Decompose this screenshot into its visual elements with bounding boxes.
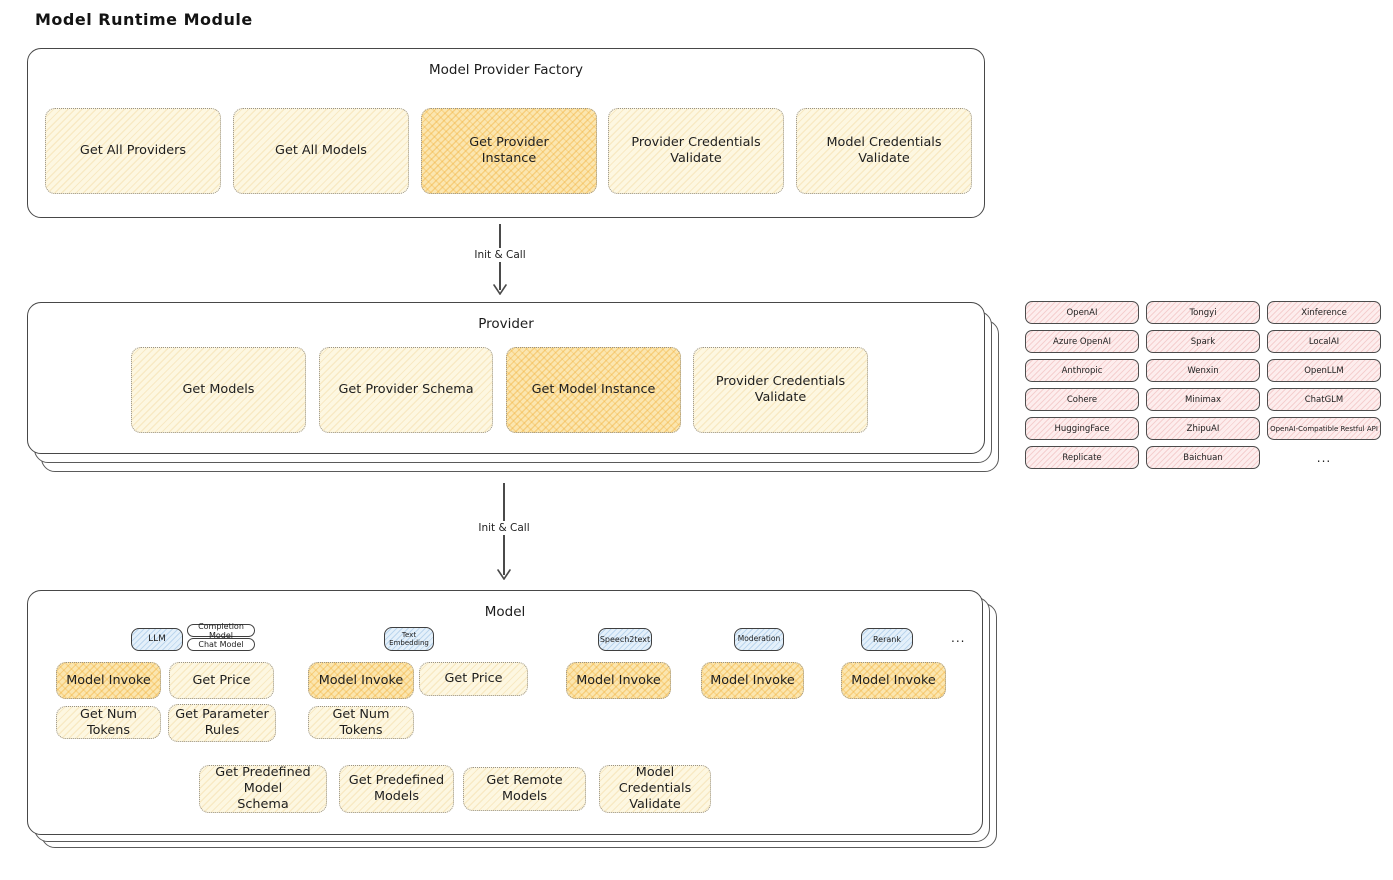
model-container: Model LLM Completion Model Chat Model Te… [27, 590, 983, 835]
arrow-factory-to-provider: Init & Call [469, 224, 531, 298]
factory-container: Model Provider Factory Get All Providers… [27, 48, 985, 218]
provider-title: Provider [478, 316, 534, 332]
provider-pill-xinference: Xinference [1267, 301, 1381, 324]
text-embedding-get-price-box: Get Price [419, 662, 528, 696]
speech2text-model-invoke-box: Model Invoke [566, 662, 671, 699]
provider-pill-tongyi: Tongyi [1146, 301, 1260, 324]
provider-grid-ellipsis: ... [1316, 450, 1332, 465]
model-credentials-validate-box: Model Credentials Validate [599, 765, 711, 813]
factory-box-get-all-providers: Get All Providers [45, 108, 221, 194]
tab-moderation: Moderation [734, 628, 784, 651]
tab-completion-model: Completion Model [187, 622, 255, 640]
provider-box-get-provider-schema: Get Provider Schema [319, 347, 493, 433]
factory-box-model-credentials-validate: Model Credentials Validate [796, 108, 972, 194]
model-title: Model [484, 604, 526, 620]
get-predefined-models-box: Get Predefined Models [339, 765, 454, 813]
arrow-head-icon [497, 569, 511, 580]
llm-get-parameter-rules-box: Get Parameter Rules [168, 704, 276, 742]
provider-pill-replicate: Replicate [1025, 446, 1139, 469]
arrow-label-init-call: Init & Call [473, 521, 535, 535]
arrow-head-icon [493, 284, 507, 295]
moderation-model-invoke-box: Model Invoke [701, 662, 804, 699]
provider-pill-cohere: Cohere [1025, 388, 1139, 411]
rerank-model-invoke-box: Model Invoke [841, 662, 946, 699]
provider-pill-zhipuai: ZhipuAI [1146, 417, 1260, 440]
tab-text-embedding: Text Embedding [384, 627, 434, 651]
arrow-provider-to-model: Init & Call [473, 483, 535, 583]
text-embedding-model-invoke-box: Model Invoke [308, 662, 414, 699]
tab-speech2text: Speech2text [598, 628, 652, 651]
provider-box-get-models: Get Models [131, 347, 306, 433]
provider-name-grid: OpenAI Tongyi Xinference Azure OpenAI Sp… [1025, 301, 1381, 469]
text-embedding-get-num-tokens-box: Get Num Tokens [308, 706, 414, 739]
provider-pill-minimax: Minimax [1146, 388, 1260, 411]
factory-box-get-provider-instance: Get Provider Instance [421, 108, 597, 194]
llm-get-price-box: Get Price [169, 662, 274, 699]
provider-box-get-model-instance: Get Model Instance [506, 347, 681, 433]
provider-box-provider-credentials-validate: Provider Credentials Validate [693, 347, 868, 433]
factory-box-provider-credentials-validate: Provider Credentials Validate [608, 108, 784, 194]
tab-rerank: Rerank [861, 628, 913, 651]
provider-pill-huggingface: HuggingFace [1025, 417, 1139, 440]
get-remote-models-box: Get Remote Models [463, 767, 586, 811]
get-predefined-model-schema-box: Get Predefined Model Schema [199, 765, 327, 813]
provider-pill-chatglm: ChatGLM [1267, 388, 1381, 411]
llm-model-invoke-box: Model Invoke [56, 662, 161, 699]
tab-chat-model: Chat Model [187, 638, 255, 651]
provider-pill-localai: LocalAI [1267, 330, 1381, 353]
page-title: Model Runtime Module [35, 10, 253, 29]
provider-pill-openllm: OpenLLM [1267, 359, 1381, 382]
provider-pill-anthropic: Anthropic [1025, 359, 1139, 382]
provider-pill-baichuan: Baichuan [1146, 446, 1260, 469]
tab-llm: LLM [131, 628, 183, 651]
model-tabs-ellipsis: ... [951, 631, 966, 645]
provider-pill-azure-openai: Azure OpenAI [1025, 330, 1139, 353]
provider-container: Provider Get Models Get Provider Schema … [27, 302, 985, 454]
arrow-label-init-call: Init & Call [469, 248, 531, 262]
provider-pill-spark: Spark [1146, 330, 1260, 353]
llm-get-num-tokens-box: Get Num Tokens [56, 706, 161, 739]
provider-pill-openai-compatible: OpenAI-Compatible Restful API [1267, 417, 1381, 440]
factory-box-get-all-models: Get All Models [233, 108, 409, 194]
provider-pill-wenxin: Wenxin [1146, 359, 1260, 382]
factory-title: Model Provider Factory [428, 62, 583, 78]
provider-pill-openai: OpenAI [1025, 301, 1139, 324]
